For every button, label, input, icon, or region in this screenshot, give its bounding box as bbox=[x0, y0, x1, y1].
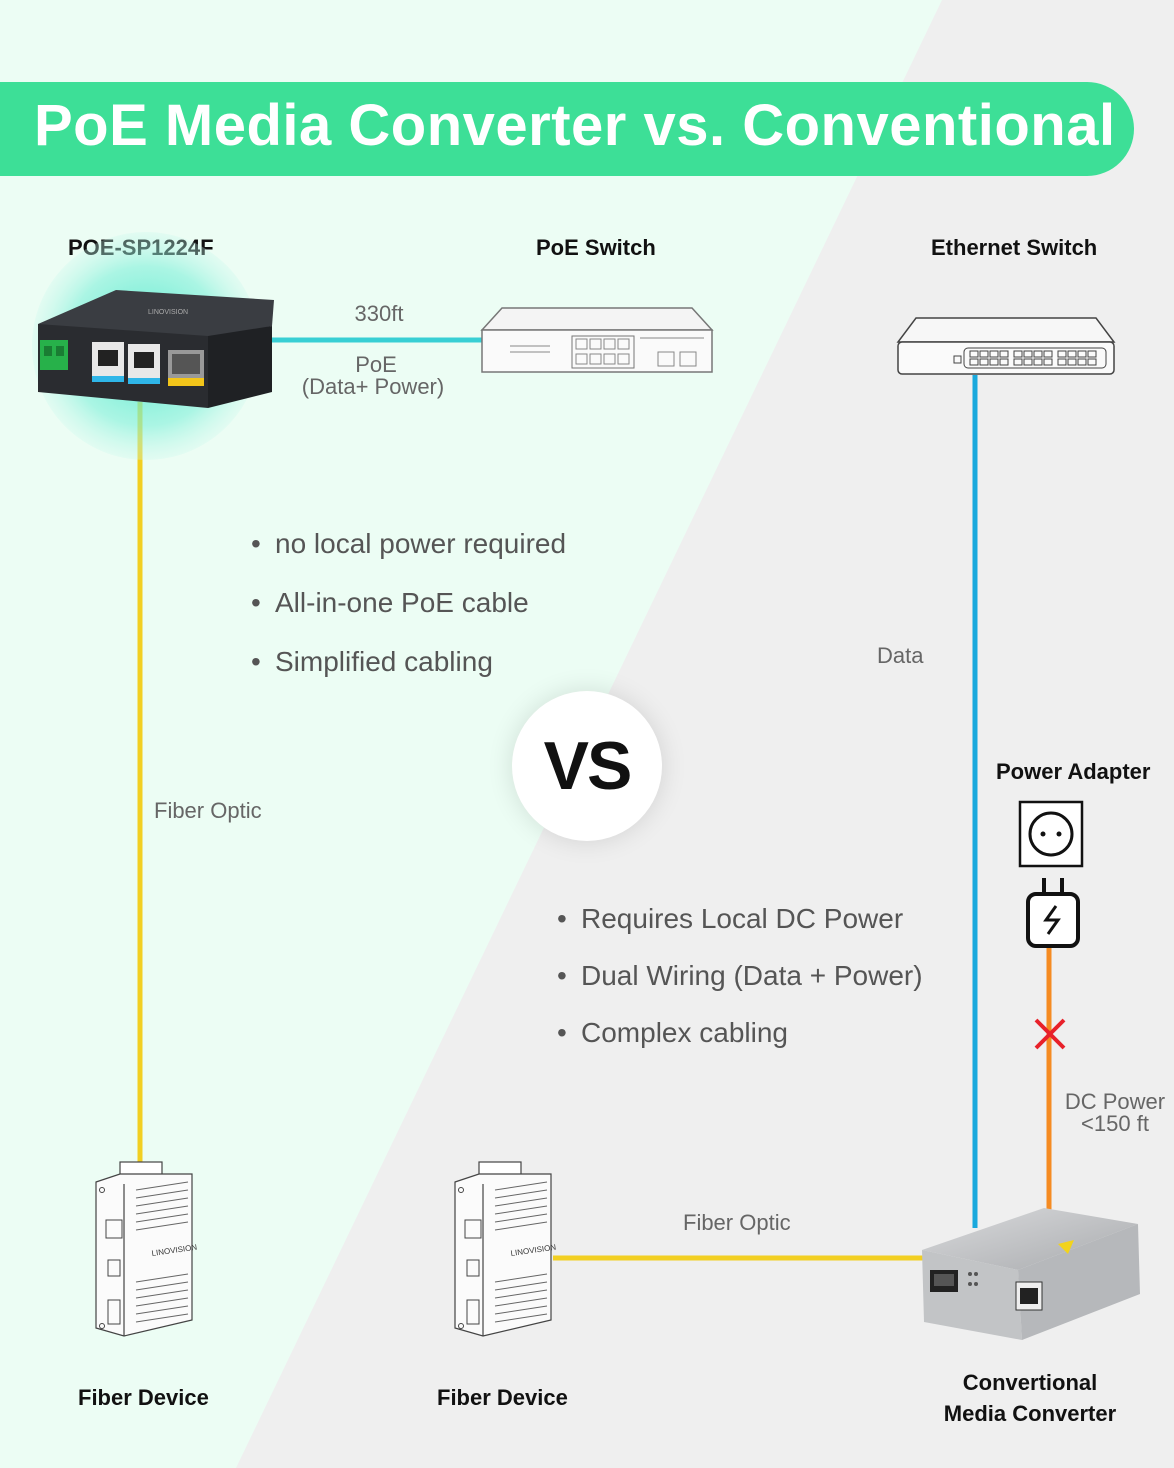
conventional-converter-device bbox=[922, 1208, 1140, 1340]
fiber-device-left: LINOVISION bbox=[95, 1161, 198, 1337]
vs-text: VS bbox=[543, 728, 633, 804]
fiber-device-middle: LINOVISION bbox=[454, 1161, 557, 1337]
power-plug-icon bbox=[1026, 878, 1080, 948]
vs-badge: VS bbox=[512, 691, 662, 841]
list-item: Dual Wiring (Data + Power) bbox=[557, 960, 923, 1017]
conventional-converter-label-1: Convertional bbox=[962, 1370, 1098, 1395]
title-banner bbox=[0, 82, 1134, 176]
dc-power-label: DC Power bbox=[1064, 1089, 1166, 1114]
power-socket-icon bbox=[1018, 800, 1084, 868]
poe-type-sublabel: (Data+ Power) bbox=[301, 374, 445, 399]
page-title: PoE Media Converter vs. Conventional bbox=[34, 93, 1116, 158]
poe-benefits-list: no local power required All-in-one PoE c… bbox=[251, 528, 566, 705]
fiber-device-left-label: Fiber Device bbox=[78, 1385, 209, 1410]
poe-distance-label: 330ft bbox=[354, 301, 404, 326]
ethernet-switch-device bbox=[896, 317, 1116, 375]
poe-converter-device: LINOVISION bbox=[32, 232, 274, 460]
conventional-drawbacks-list: Requires Local DC Power Dual Wiring (Dat… bbox=[557, 903, 923, 1074]
list-item: All-in-one PoE cable bbox=[251, 587, 566, 646]
data-label: Data bbox=[877, 643, 924, 668]
ethernet-switch-label: Ethernet Switch bbox=[931, 235, 1098, 260]
cross-icon bbox=[1034, 1018, 1066, 1050]
power-adapter-label: Power Adapter bbox=[996, 759, 1151, 784]
fiber-device-middle-label: Fiber Device bbox=[437, 1385, 568, 1410]
list-item: Simplified cabling bbox=[251, 646, 566, 705]
fiber-optic-label-bottom: Fiber Optic bbox=[683, 1210, 791, 1235]
list-item: Complex cabling bbox=[557, 1017, 923, 1074]
conventional-converter-label-2: Media Converter bbox=[943, 1401, 1117, 1426]
poe-switch-device bbox=[480, 307, 714, 373]
poe-switch-label: PoE Switch bbox=[536, 235, 656, 260]
list-item: no local power required bbox=[251, 528, 566, 587]
brand-text: LINOVISION bbox=[148, 309, 188, 316]
list-item: Requires Local DC Power bbox=[557, 903, 923, 960]
fiber-optic-label-left: Fiber Optic bbox=[154, 798, 262, 823]
poe-type-label: PoE bbox=[355, 352, 397, 377]
dc-distance-label: <150 ft bbox=[1081, 1111, 1149, 1136]
